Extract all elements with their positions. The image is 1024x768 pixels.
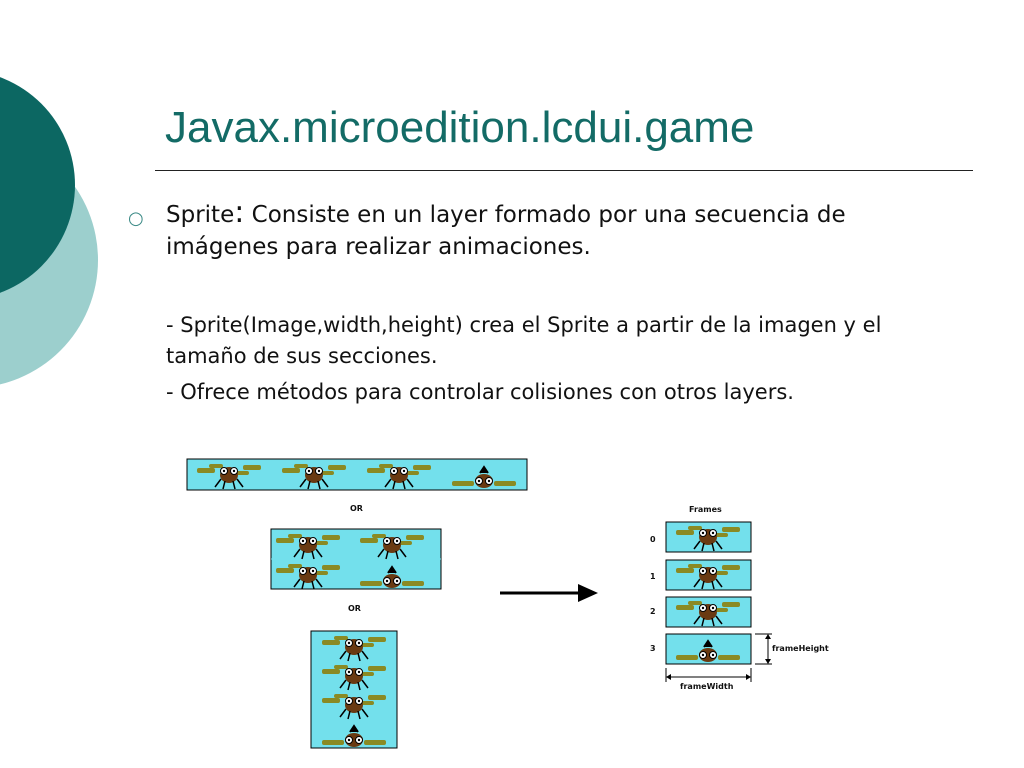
sub-bullet-collisions: - Ofrece métodos para controlar colision… [166,380,794,404]
or-label-2: OR [348,604,361,613]
decorative-circles [0,77,98,385]
frame-number-3: 3 [650,644,656,653]
sprite-term: Sprite [166,202,235,228]
frame-list [665,521,752,665]
sprite-strip-horizontal [186,458,528,491]
arrow-right-icon [500,584,598,602]
frame-height-label: frameHeight [772,644,829,653]
frames-title: Frames [689,505,722,514]
sprite-description: Consiste en un layer formado por una sec… [166,202,846,260]
or-label-1: OR [350,504,363,513]
frame-number-1: 1 [650,572,656,581]
sprite-colon: : [234,195,245,230]
sprite-strip-vertical [310,630,398,749]
sub-bullet-constructor: - Sprite(Image,width,height) crea el Spr… [166,313,882,368]
bullet-circle-icon: ○ [128,208,144,229]
bullet-sprite: Sprite: Consiste en un layer formado por… [166,197,926,263]
frame-number-0: 0 [650,535,656,544]
frame-number-2: 2 [650,607,656,616]
title-divider [155,170,973,171]
dark-teal-circle [0,77,75,293]
frame-height-dimension [755,633,772,665]
frame-width-label: frameWidth [680,682,734,691]
slide-title: Javax.microedition.lcdui.game [165,103,755,152]
sprite-grid-2x2 [270,528,442,590]
frame-width-dimension [665,668,752,682]
